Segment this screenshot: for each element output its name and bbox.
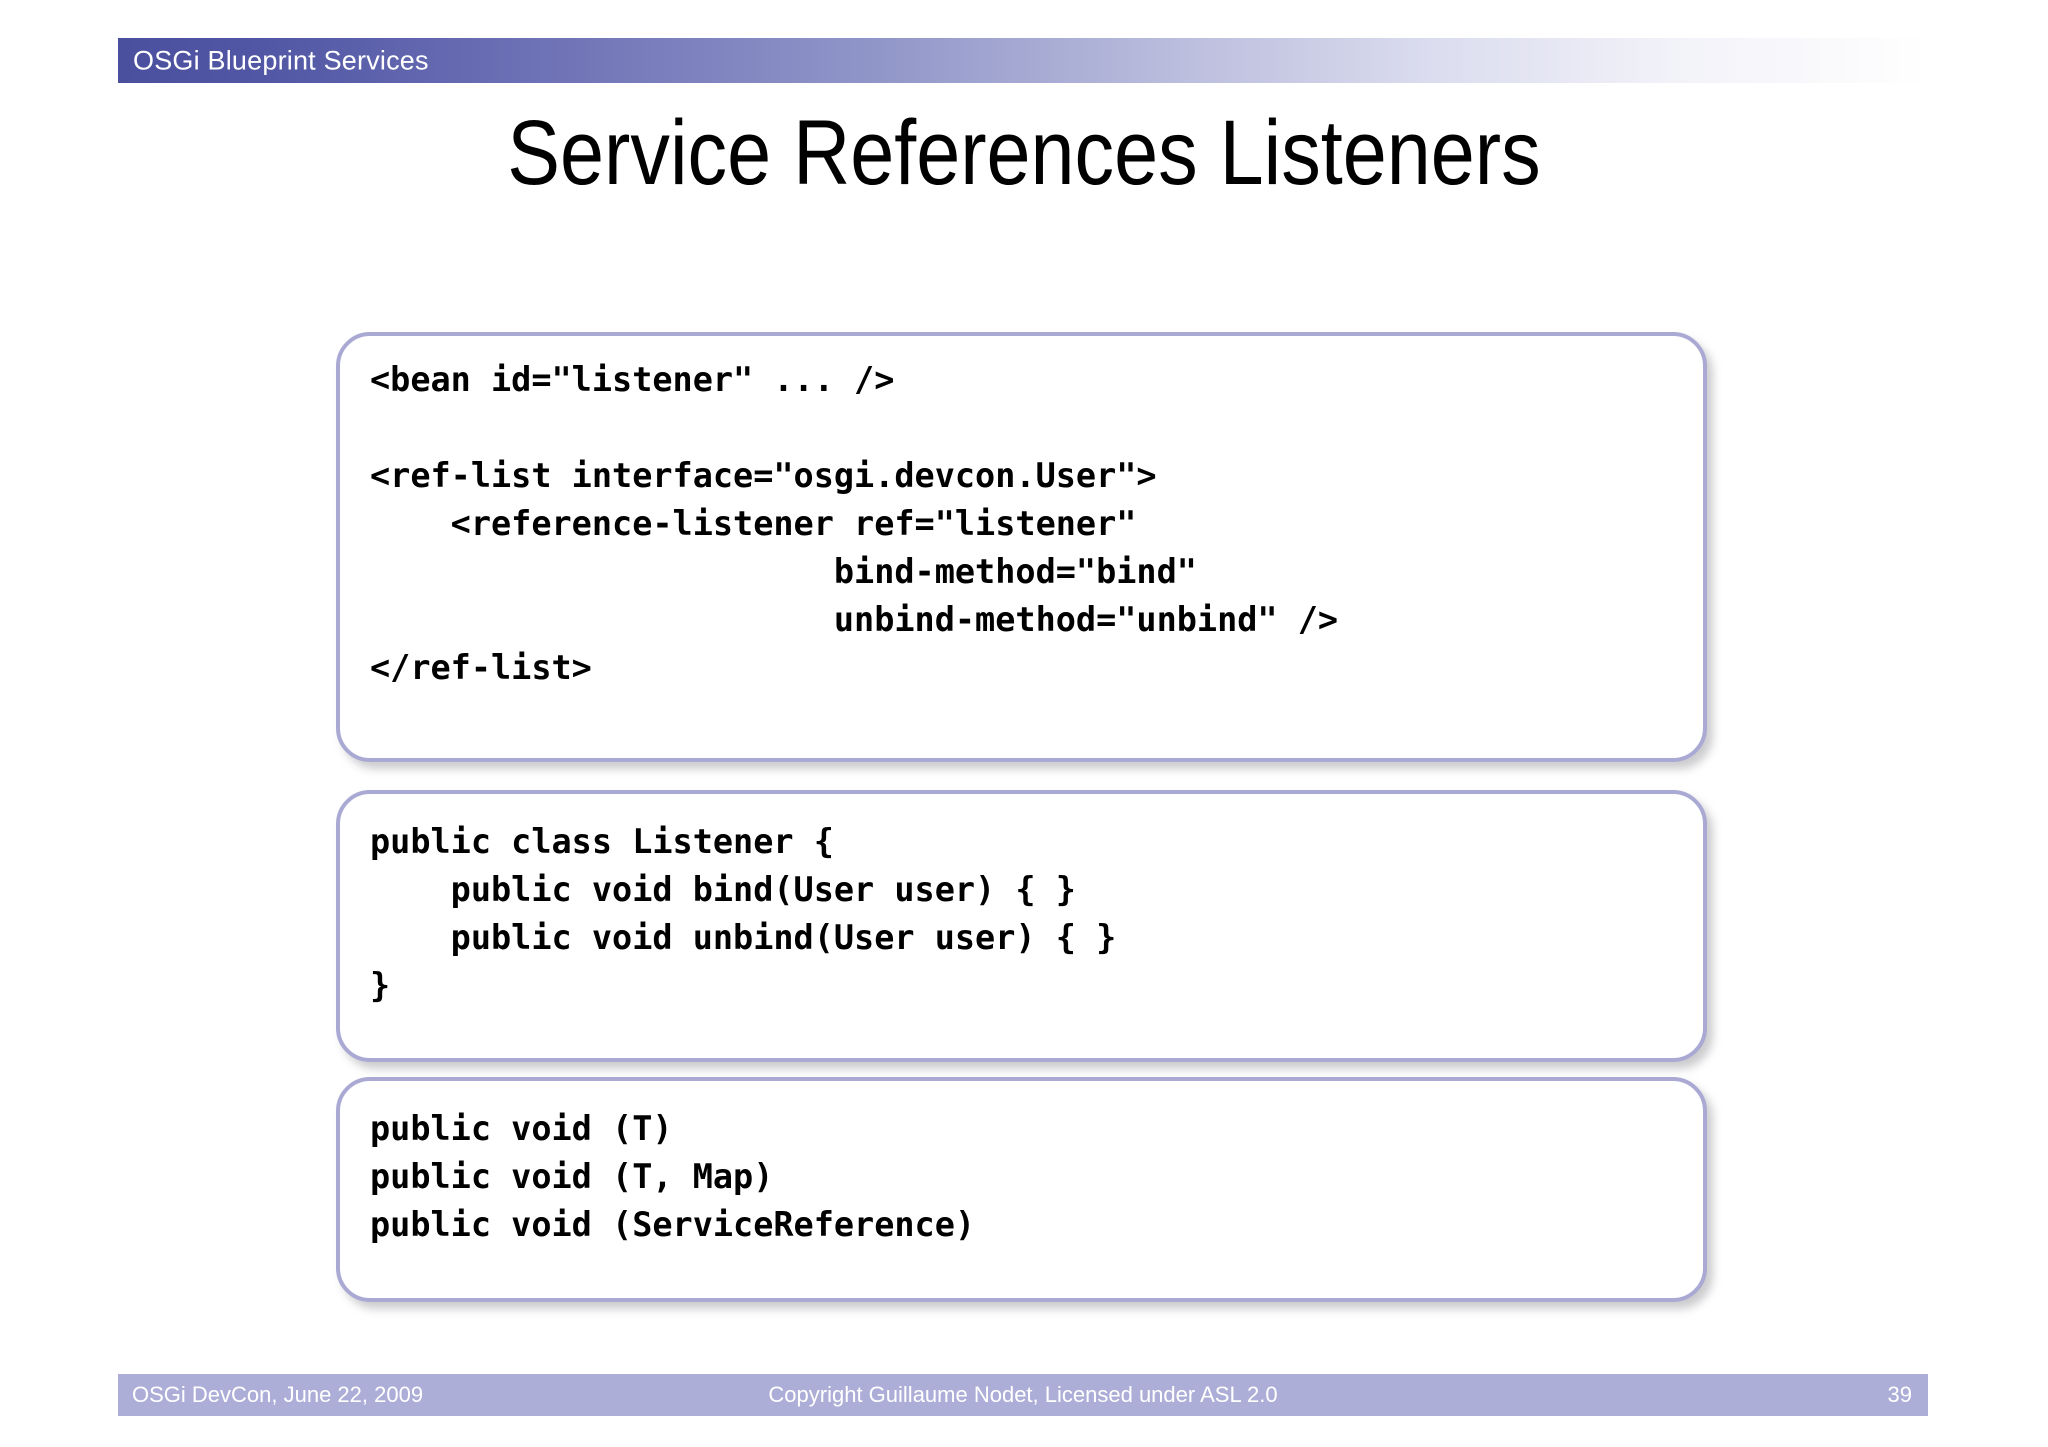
header-title: OSGi Blueprint Services [133,45,429,75]
header-band: OSGi Blueprint Services [118,38,1929,83]
code-box-blueprint-xml: <bean id="listener" ... /> <ref-list int… [336,332,1707,762]
code-content-listener-class: public class Listener { public void bind… [370,822,1117,1005]
code-box-callback-signatures: public void (T) public void (T, Map) pub… [336,1077,1707,1302]
footer-band: OSGi DevCon, June 22, 2009 Copyright Gui… [118,1374,1928,1416]
footer-page-number: 39 [1887,1382,1912,1407]
page-title: Service References Listeners [507,102,1541,204]
footer-event-label: OSGi DevCon, June 22, 2009 [132,1382,424,1407]
footer-copyright-label: Copyright Guillaume Nodet, Licensed unde… [768,1382,1278,1407]
code-content-callback-signatures: public void (T) public void (T, Map) pub… [370,1109,976,1244]
code-box-listener-class: public class Listener { public void bind… [336,790,1707,1062]
code-content-blueprint-xml: <bean id="listener" ... /> <ref-list int… [370,360,1339,687]
